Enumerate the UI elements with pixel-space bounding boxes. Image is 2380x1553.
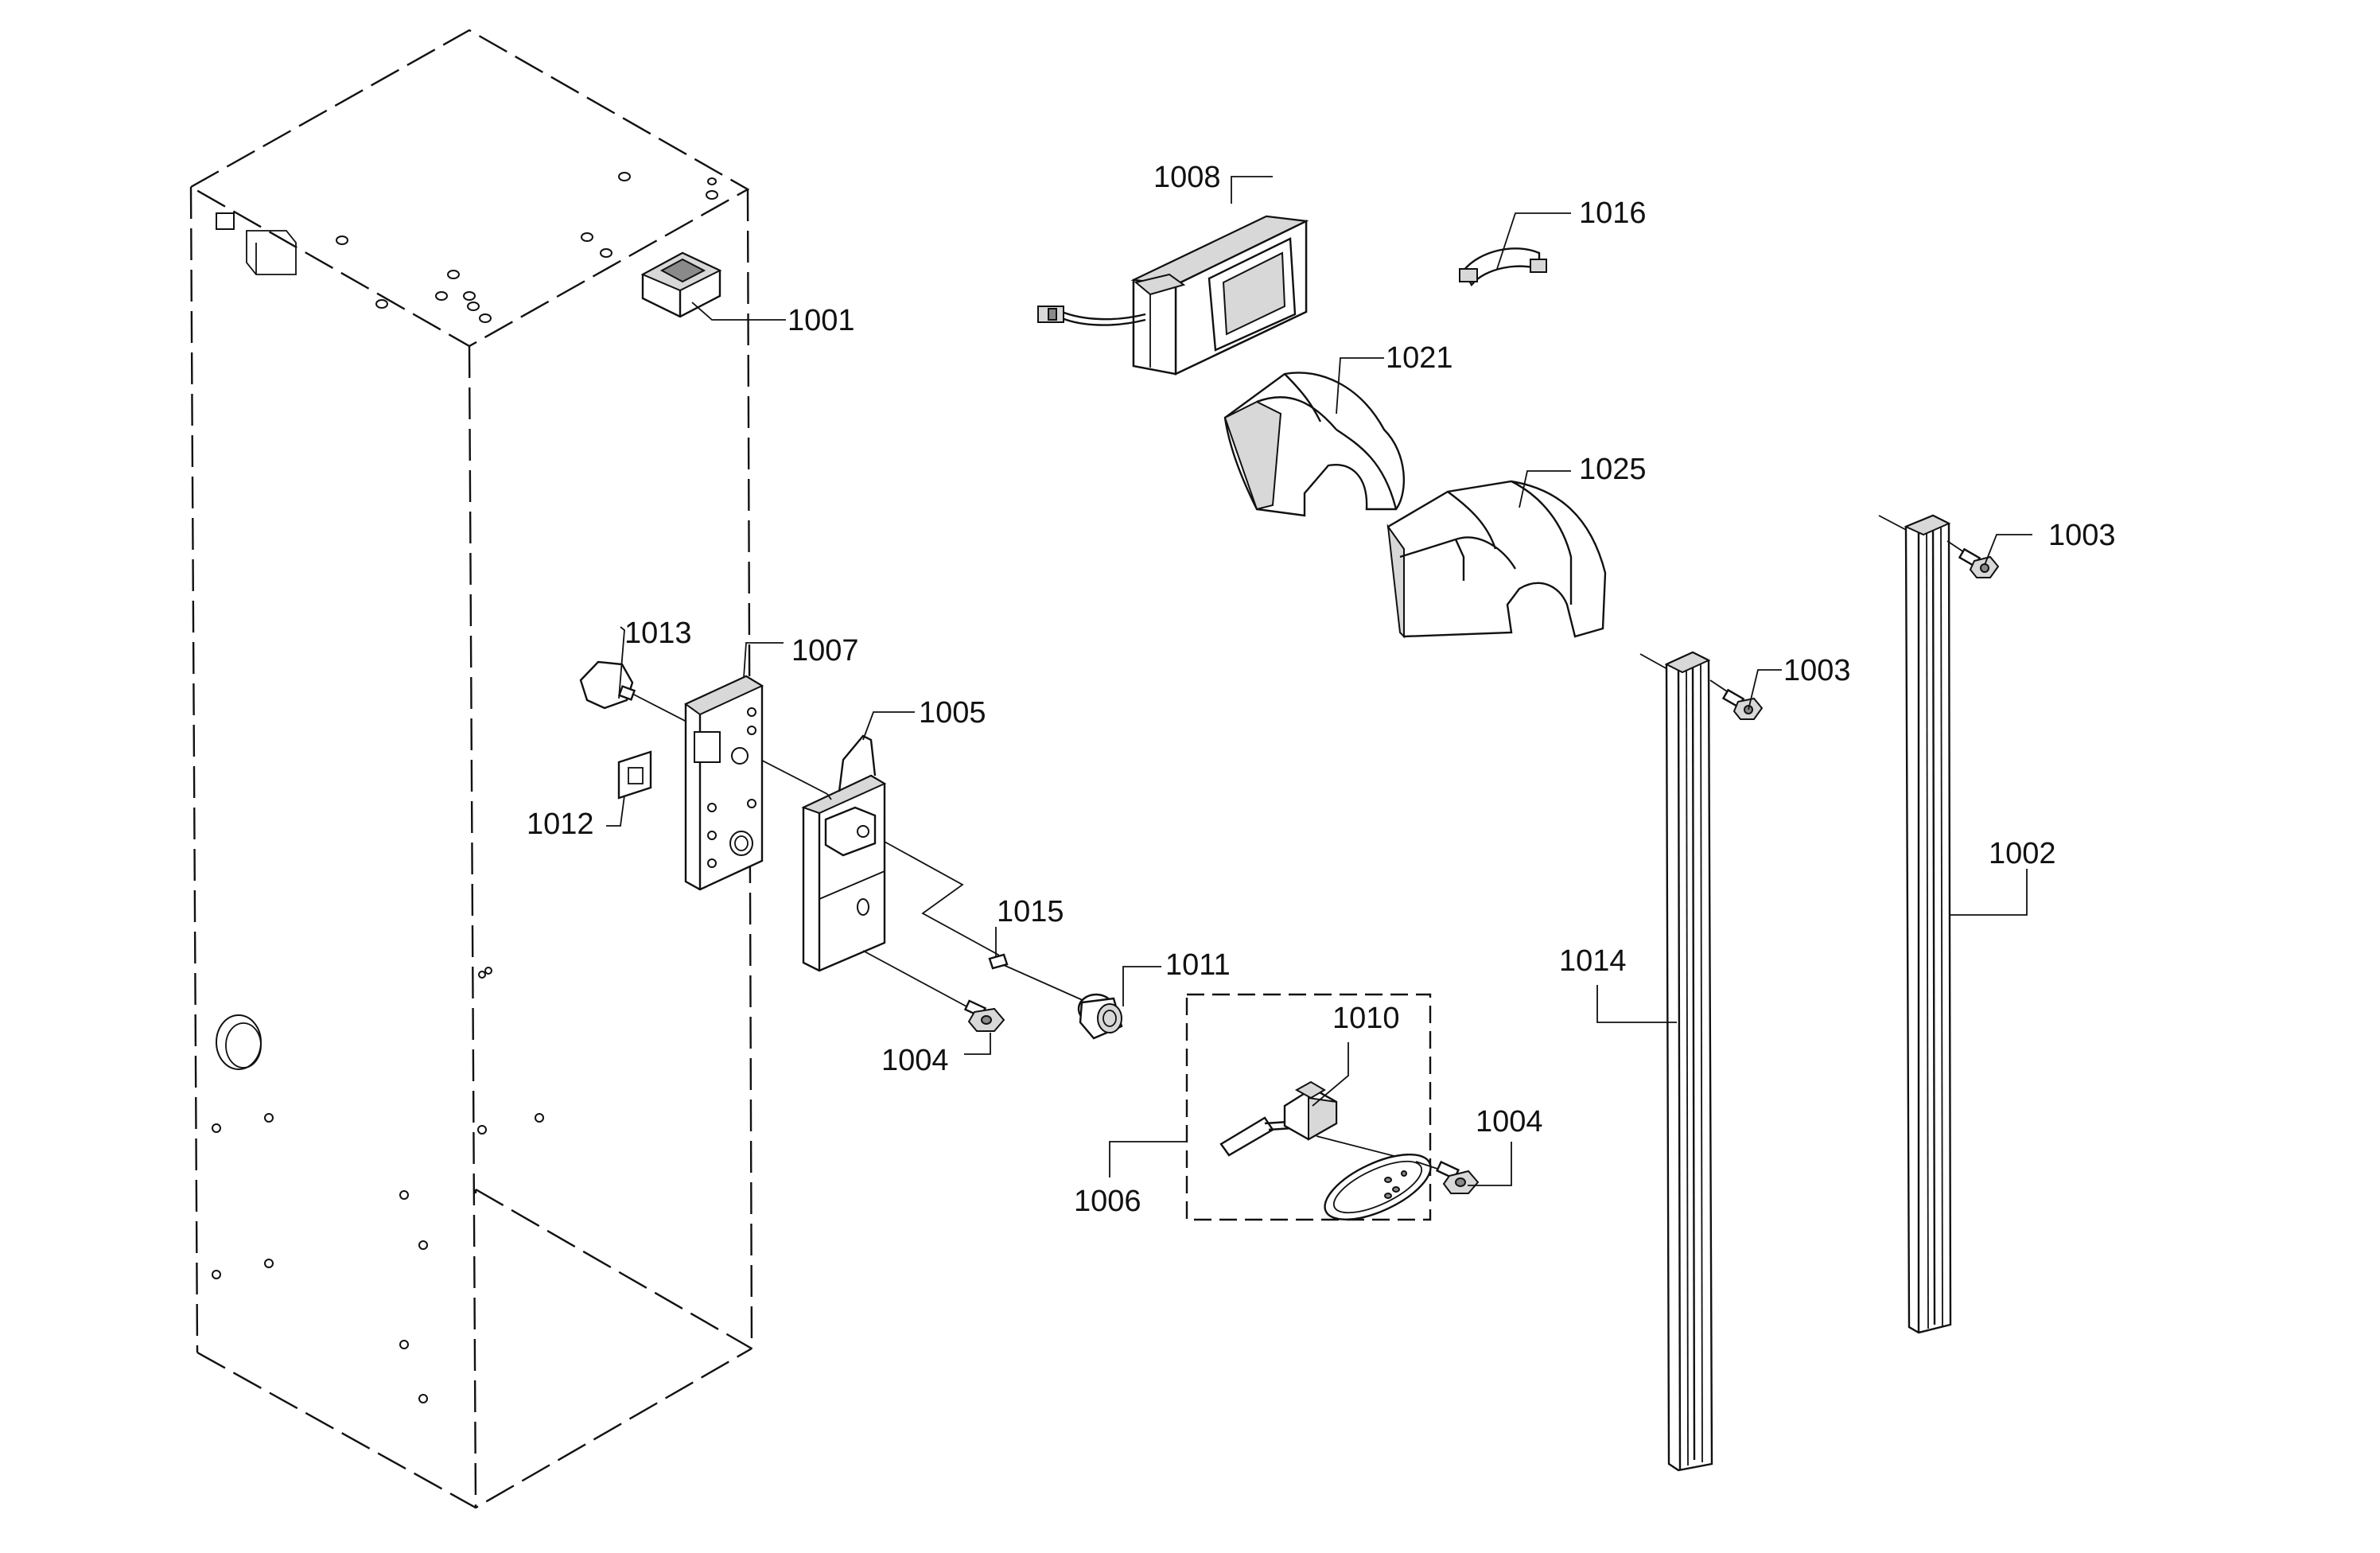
part-1004-screw-a [963, 999, 1005, 1032]
part-1006-kit-boundary [1185, 993, 1432, 1221]
part-control-panel [1324, 1153, 1432, 1221]
callout-labels: 1001 1008 1016 1021 1025 1003 1003 1002 … [527, 161, 2116, 1218]
callout-1010: 1010 [1332, 1002, 1400, 1035]
callout-1025: 1025 [1579, 453, 1647, 486]
callout-1004-left: 1004 [881, 1044, 949, 1077]
callout-1013: 1013 [624, 617, 692, 650]
callout-1006: 1006 [1074, 1185, 1141, 1218]
callout-1014: 1014 [1559, 944, 1627, 978]
part-1012-pad [617, 750, 652, 800]
part-1011-plug [1077, 993, 1123, 1040]
leader-lines [606, 176, 2032, 1186]
part-1025-block [1386, 480, 1607, 639]
cabinet-side-holes [212, 967, 544, 1403]
part-1002-trim-strip [1878, 514, 1952, 1334]
callout-1012: 1012 [527, 808, 594, 841]
callout-1011: 1011 [1165, 948, 1231, 982]
part-1007-hinge-bracket [684, 675, 764, 891]
callout-1004-right: 1004 [1476, 1105, 1543, 1138]
callout-1003-right: 1003 [2048, 519, 2116, 552]
part-1008-module [1037, 215, 1309, 376]
part-1014-trim-strip [1639, 651, 1713, 1472]
part-1016-clip [1459, 247, 1547, 287]
callout-1016: 1016 [1579, 197, 1647, 230]
callout-1021: 1021 [1386, 341, 1453, 375]
part-1003-screw-b [1946, 540, 2000, 578]
callout-1015: 1015 [997, 895, 1064, 928]
part-1015-washer [988, 953, 1009, 970]
callout-1001: 1001 [788, 304, 855, 337]
part-1005-hinge-cover [801, 734, 887, 972]
cabinet-top-holes [216, 172, 718, 323]
part-1004-screw-b [1415, 1160, 1480, 1194]
callout-1008: 1008 [1153, 161, 1221, 194]
callout-1007: 1007 [791, 634, 859, 668]
part-1001-connector [640, 251, 722, 318]
cabinet-outline [189, 29, 753, 1509]
callout-1003-left: 1003 [1783, 654, 1851, 687]
part-1010-sensor [1219, 1080, 1417, 1162]
part-1021-block [1223, 372, 1405, 517]
callout-1002: 1002 [1989, 837, 2056, 870]
callout-1005: 1005 [919, 696, 986, 730]
